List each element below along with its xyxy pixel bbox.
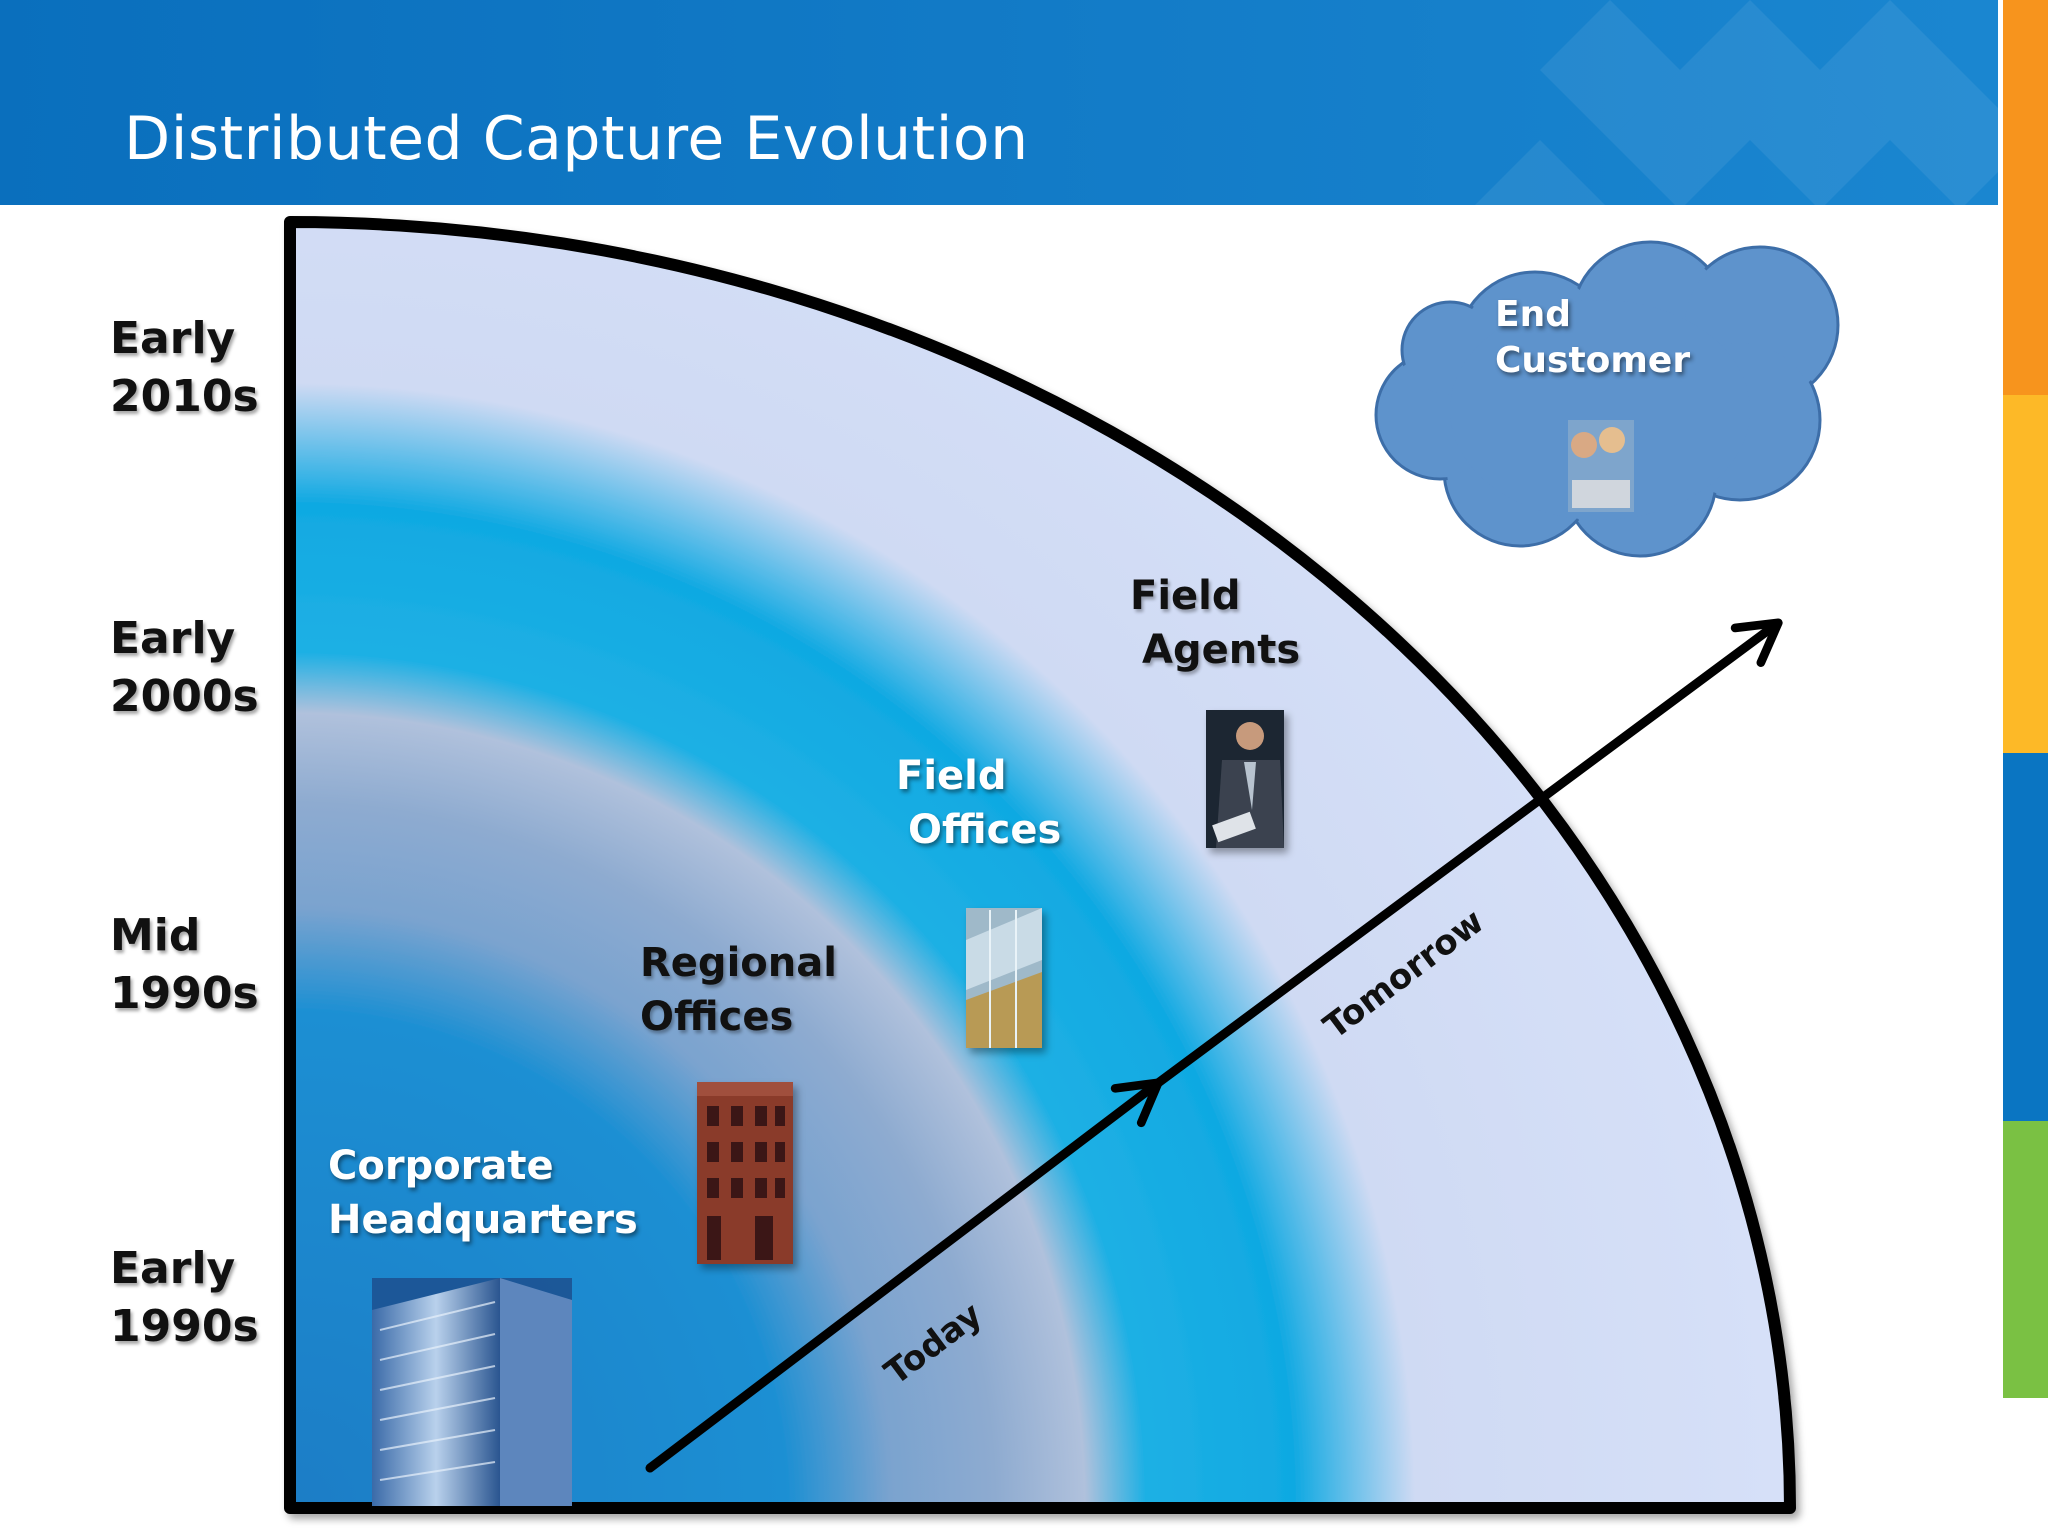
accent-bar-green (2003, 1121, 2048, 1398)
glass-building-photo (966, 908, 1042, 1048)
diamond-pattern (1475, 0, 1998, 205)
header-background (0, 0, 1998, 205)
brick-building-photo (697, 1082, 793, 1264)
header-band: Distributed Capture Evolution (0, 0, 1998, 205)
end-customer-cloud (1374, 240, 1840, 558)
quarter-disc (284, 216, 1796, 1514)
skyscraper-photo (372, 1278, 572, 1506)
accent-bar-orange (2003, 0, 2048, 395)
businessman-photo (1206, 710, 1284, 848)
slide-title: Distributed Capture Evolution (124, 104, 1029, 174)
tomorrow-arrow (1149, 618, 1783, 1091)
couple-with-laptop-photo (1568, 420, 1634, 512)
today-arrow (645, 1078, 1163, 1473)
accent-bar-yellow (2003, 395, 2048, 753)
accent-bar-blue (2003, 753, 2048, 1121)
